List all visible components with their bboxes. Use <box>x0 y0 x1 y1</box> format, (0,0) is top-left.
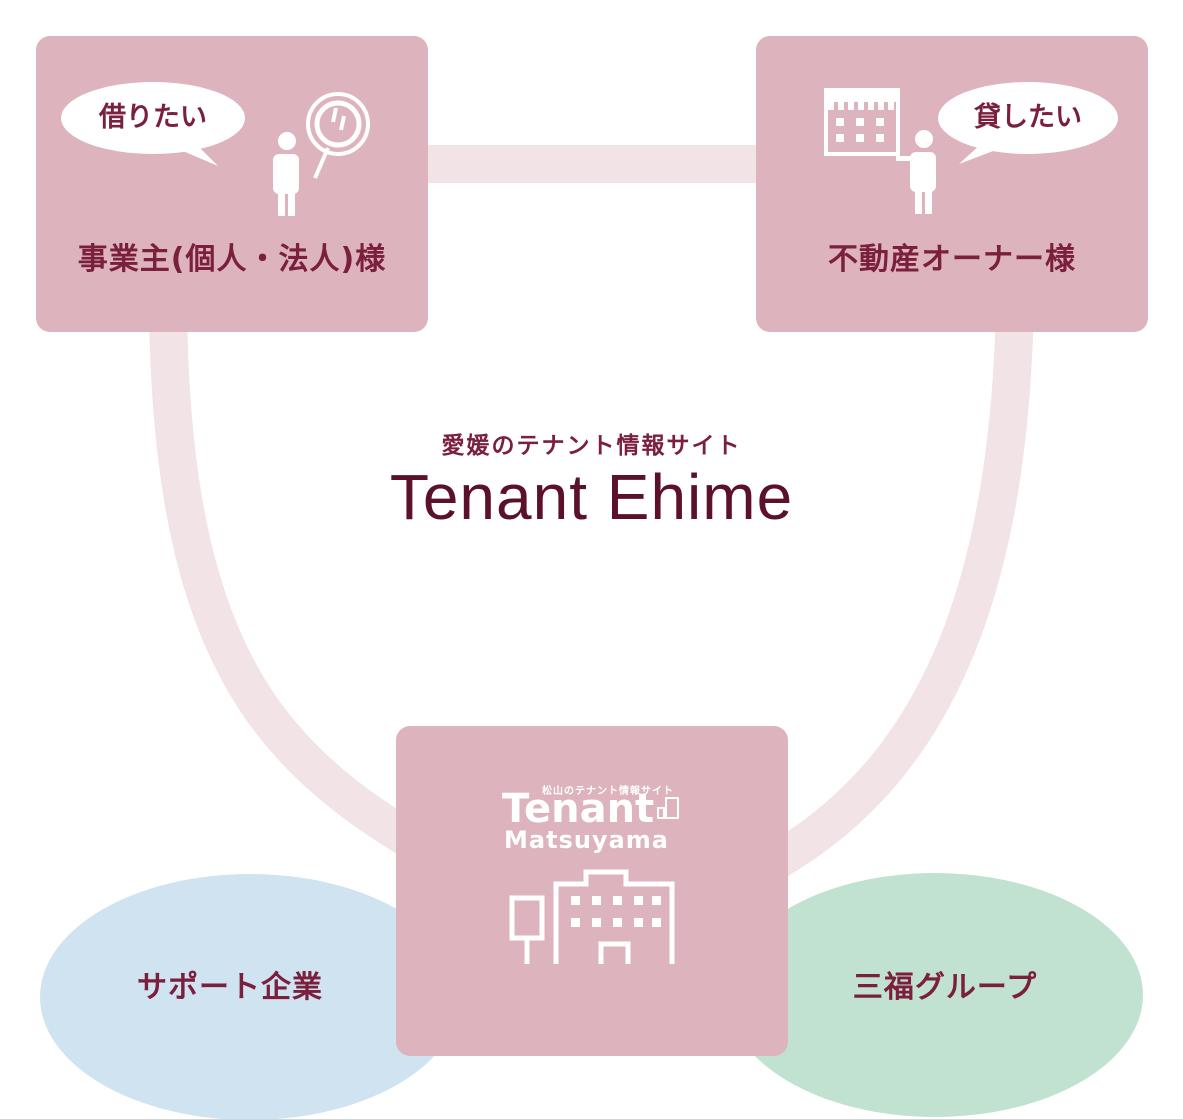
owner-bubble-text: 貸したい <box>974 102 1082 133</box>
speech-bubble-icon <box>61 82 245 166</box>
owner-illustration <box>824 82 1118 214</box>
magnifier-icon <box>306 92 370 179</box>
logo-building-icon <box>657 797 679 819</box>
site-subtitle: 愛媛のテナント情報サイト <box>441 433 742 459</box>
support-oval <box>40 874 460 1119</box>
building-windows <box>571 896 661 927</box>
owner-box: 貸したい 不動産オーナー様 <box>756 36 1148 332</box>
connector-top <box>420 145 765 183</box>
person-icon <box>896 130 936 214</box>
matsuyama-tagline: 松山のテナント情報サイト <box>542 786 674 797</box>
group-label: 三福グループ <box>852 970 1038 1005</box>
matsuyama-logo-line2: Matsuyama <box>504 826 669 854</box>
building-icon <box>509 869 675 964</box>
shop-icon <box>824 88 900 156</box>
renter-label: 事業主(個人・法人)様 <box>77 242 387 277</box>
site-title: Tenant Ehime <box>389 461 794 533</box>
support-label: サポート企業 <box>137 970 323 1005</box>
matsuyama-box: 松山のテナント情報サイト Tenant Matsuyama <box>396 726 788 1056</box>
renter-bubble-text: 借りたい <box>99 102 207 133</box>
renter-illustration <box>61 82 370 216</box>
group-oval <box>727 873 1143 1117</box>
matsuyama-illustration <box>509 797 679 964</box>
person-icon <box>273 132 299 216</box>
speech-bubble-icon <box>938 82 1118 164</box>
matsuyama-logo-line1: Tenant <box>502 786 655 832</box>
owner-label: 不動産オーナー様 <box>828 242 1076 277</box>
renter-box: 借りたい 事業主(個人・法人)様 <box>36 36 428 332</box>
